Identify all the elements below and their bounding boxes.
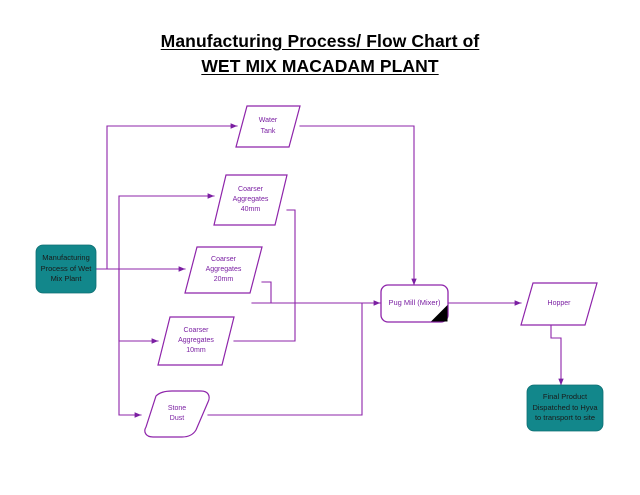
node-agg10[interactable] (157, 316, 235, 366)
connector-layer (95, 123, 564, 418)
node-pug-mill[interactable] (380, 284, 449, 323)
connector-agg20-to-bus (261, 281, 272, 304)
node-agg40[interactable] (213, 174, 288, 226)
connector-agg10-to-bus (233, 302, 296, 342)
connector-source-to-stone-dust (118, 268, 142, 418)
connector-source-to-water-tank (106, 123, 238, 270)
connector-hopper-to-final-product (550, 325, 564, 386)
node-source[interactable] (35, 244, 97, 294)
connector-water-tank-to-pug-mill (299, 125, 417, 286)
node-water-tank[interactable] (235, 105, 301, 148)
connector-stone-dust-to-bus (207, 302, 363, 416)
node-agg20[interactable] (184, 246, 263, 294)
connector-agg40-to-bus (286, 209, 296, 304)
connector-source-to-agg10 (118, 268, 159, 344)
node-stone-dust[interactable] (144, 390, 210, 438)
connector-source-to-agg40 (118, 193, 215, 270)
node-final-product[interactable] (526, 384, 604, 432)
node-hopper[interactable] (520, 282, 598, 326)
pug-mill-corner-triangle-icon (431, 305, 448, 322)
